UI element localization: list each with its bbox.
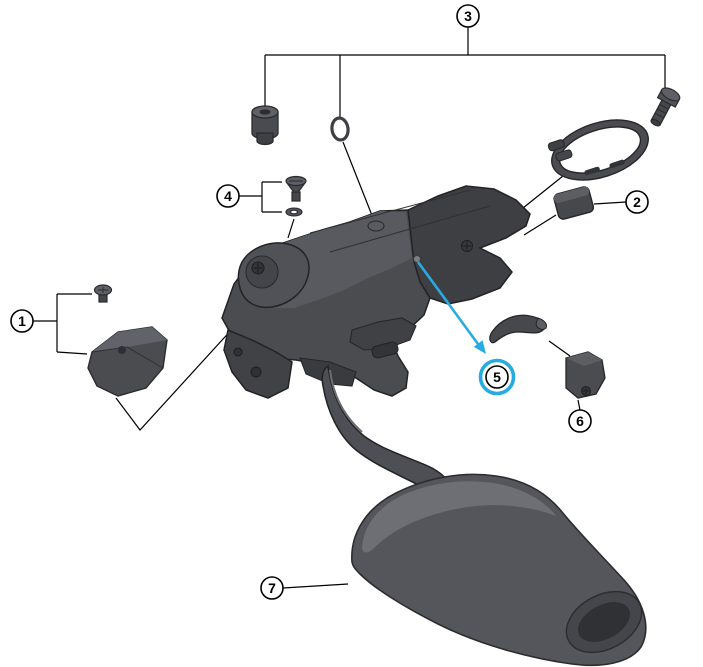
callout-3: 3 — [456, 4, 480, 28]
mechanism-cylinder — [371, 341, 399, 359]
lower-left-housing — [223, 328, 293, 399]
part-o-ring — [330, 116, 350, 142]
assembly-line — [287, 218, 295, 239]
part-switch-plate — [565, 351, 606, 399]
o-ring — [330, 116, 350, 142]
clamp-strap-end — [555, 149, 573, 162]
part-bracket-hood — [351, 473, 647, 667]
highlight — [416, 261, 516, 396]
part-rubber-block — [553, 186, 595, 220]
callout-circle — [485, 365, 509, 389]
clamp-band-ring — [551, 119, 649, 181]
body-ridge — [329, 205, 491, 253]
callout-7: 7 — [260, 576, 284, 600]
callout-2: 2 — [625, 190, 649, 214]
part-washer — [285, 207, 303, 217]
name-plate-ridge — [91, 346, 164, 369]
parts — [87, 87, 681, 667]
bolt-boss — [367, 220, 385, 232]
highlight-arrow-line — [416, 261, 480, 345]
part-lever-body — [221, 185, 531, 496]
blade-highlight — [329, 369, 363, 433]
callout-circle — [625, 190, 649, 214]
leader-line — [577, 399, 581, 411]
shift-mechanism — [349, 317, 417, 351]
callout-5: 5 — [485, 365, 509, 389]
callout-circle — [216, 184, 240, 208]
leader-line — [593, 201, 627, 205]
screw-tip — [650, 118, 661, 127]
screw-shank — [291, 191, 301, 202]
callout-6: 6 — [568, 409, 592, 433]
bolt-tip — [256, 132, 274, 146]
part-cover-screw — [93, 284, 113, 303]
assembly-line — [115, 326, 235, 431]
bolt-hole — [259, 109, 271, 115]
callout-circle — [568, 409, 592, 433]
assembly-line — [342, 141, 376, 224]
part-cable-hook — [489, 314, 547, 344]
callout-circle — [260, 576, 284, 600]
body-ridge — [309, 189, 471, 234]
name-plate-facet — [92, 327, 167, 352]
housing-screw — [250, 366, 262, 378]
callout-4: 4 — [216, 184, 240, 208]
callout-number: 4 — [224, 188, 232, 204]
callout-1: 1 — [10, 309, 34, 333]
assembly-line — [517, 171, 569, 213]
hood-cuff-opening — [565, 590, 643, 654]
assembly-line — [523, 214, 557, 236]
part-fixing-bolt — [251, 105, 279, 146]
cuff-inner — [578, 602, 630, 642]
housing-screw — [233, 347, 243, 357]
screw-thread — [657, 108, 667, 115]
leader-lines — [33, 27, 666, 589]
callout-number: 2 — [633, 194, 641, 210]
callout-number: 7 — [268, 580, 276, 596]
highlight-arrowhead — [473, 340, 486, 354]
internal-pin — [413, 255, 421, 263]
screw-thread — [659, 103, 669, 110]
hood-highlight — [362, 481, 556, 553]
part-flathead-screw — [285, 175, 307, 202]
washer-ring — [285, 207, 303, 217]
part-name-plate — [87, 326, 168, 397]
callout-circle — [10, 309, 34, 333]
callout-number: 1 — [18, 313, 26, 329]
cable-hook-tip — [535, 317, 547, 330]
part-clamp-band — [547, 119, 649, 181]
leader-line — [282, 583, 349, 589]
switch-plate-facet — [566, 352, 602, 366]
callouts: 1 2 3 4 5 6 7 — [10, 4, 649, 600]
highlight-ring — [478, 358, 516, 396]
clamp-slot — [609, 159, 625, 169]
clamp-strap-end — [547, 139, 565, 152]
clamp-slot — [584, 166, 600, 176]
leader-line — [56, 351, 88, 355]
part-clamp-screw — [650, 87, 681, 127]
screw-head-top — [660, 87, 681, 102]
callout-circle — [456, 4, 480, 28]
assembly-line — [548, 340, 571, 357]
screw-thread — [654, 112, 665, 119]
cable-hook-body — [489, 314, 546, 344]
callout-number: 6 — [576, 413, 584, 429]
rubber-block-facet — [553, 186, 590, 203]
callout-number: 3 — [464, 8, 472, 24]
callout-number: 5 — [493, 369, 501, 385]
